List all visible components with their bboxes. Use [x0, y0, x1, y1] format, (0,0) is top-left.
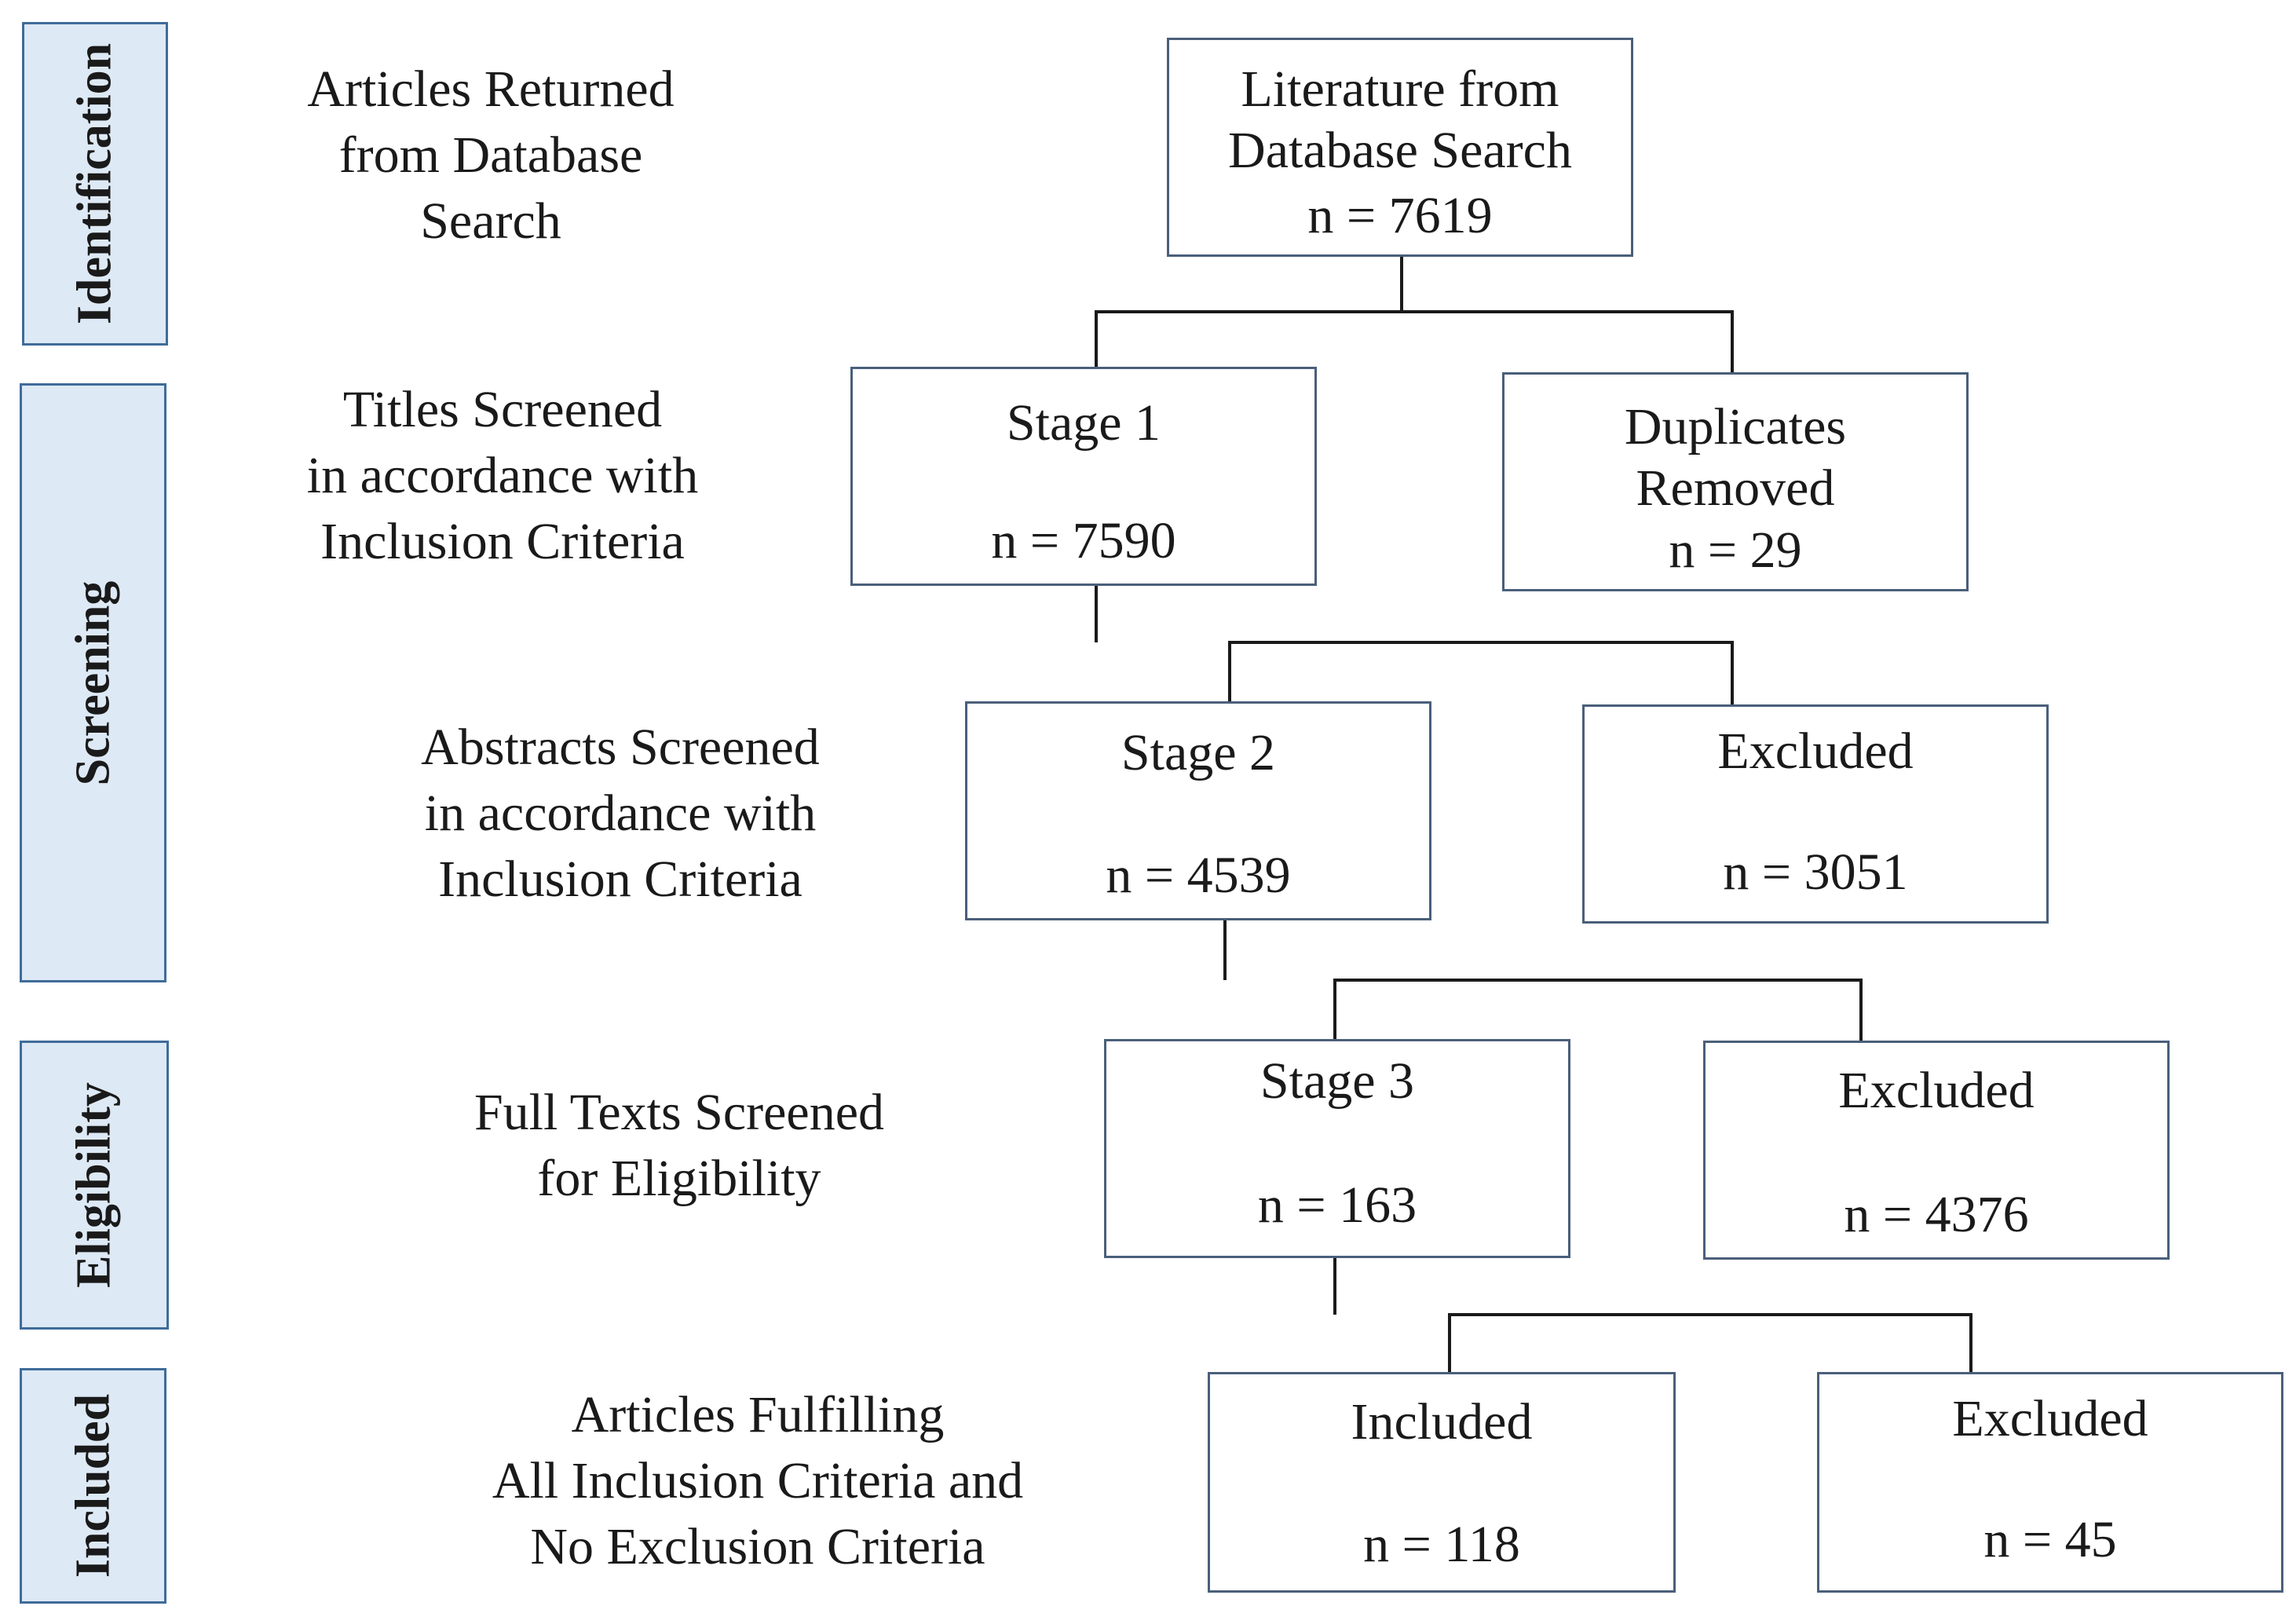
- phase-eligibility-label: Eligibility: [67, 1082, 121, 1288]
- box-stage2: Stage 2 n = 4539: [965, 701, 1431, 920]
- description-identification: Articles Returned from Database Search: [307, 60, 675, 250]
- box-stage1-count: n = 7590: [991, 512, 1176, 569]
- phase-included: Included: [20, 1368, 166, 1604]
- box-stage3: Stage 3 n = 163: [1104, 1039, 1570, 1258]
- description-titles: Titles Screened in accordance with Inclu…: [306, 381, 699, 570]
- phase-included-label: Included: [66, 1393, 119, 1579]
- box-duplicates-label: Duplicates Removed: [1624, 398, 1847, 517]
- box-stage1: Stage 1 n = 7590: [850, 367, 1317, 586]
- box-excluded-4376-label: Excluded: [1838, 1062, 2035, 1119]
- connector-to-stage2: [1228, 641, 1734, 704]
- phase-eligibility: Eligibility: [20, 1041, 169, 1330]
- connector-to-included: [1448, 1313, 1972, 1372]
- box-stage2-count: n = 4539: [1106, 847, 1291, 904]
- connector-to-stage3: [1333, 979, 1863, 1041]
- phase-screening: Screening: [20, 383, 166, 982]
- box-stage3-label: Stage 3: [1260, 1052, 1415, 1110]
- phase-identification: Identification: [22, 22, 168, 346]
- phase-identification-label: Identification: [68, 42, 122, 325]
- box-included-label: Included: [1351, 1393, 1533, 1451]
- box-excluded-4376: Excluded n = 4376: [1703, 1041, 2170, 1260]
- box-included: Included n = 118: [1208, 1372, 1676, 1593]
- description-included: Articles Fulfilling All Inclusion Criter…: [492, 1386, 1024, 1575]
- box-literature: Literature from Database Search n = 7619: [1167, 38, 1633, 257]
- box-stage3-count: n = 163: [1257, 1176, 1417, 1234]
- box-excluded-3051: Excluded n = 3051: [1582, 704, 2049, 924]
- box-excluded-45-count: n = 45: [1983, 1511, 2117, 1568]
- box-duplicates: Duplicates Removed n = 29: [1502, 372, 1969, 591]
- description-abstracts: Abstracts Screened in accordance with In…: [421, 719, 820, 908]
- box-literature-count: n = 7619: [1307, 187, 1493, 244]
- connector-to-stage1: [1095, 310, 1734, 372]
- description-fulltexts: Full Texts Screened for Eligibility: [473, 1084, 885, 1207]
- box-excluded-45: Excluded n = 45: [1817, 1372, 2283, 1593]
- box-duplicates-count: n = 29: [1669, 521, 1802, 579]
- box-excluded-45-label: Excluded: [1952, 1390, 2148, 1447]
- box-excluded-3051-count: n = 3051: [1723, 843, 1908, 901]
- phase-screening-label: Screening: [66, 580, 119, 785]
- box-stage1-label: Stage 1: [1006, 394, 1161, 452]
- box-included-count: n = 118: [1363, 1516, 1520, 1573]
- box-excluded-4376-count: n = 4376: [1844, 1186, 2029, 1243]
- box-literature-label: Literature from Database Search: [1228, 60, 1572, 179]
- box-excluded-3051-label: Excluded: [1717, 723, 1914, 780]
- box-stage2-label: Stage 2: [1121, 724, 1276, 781]
